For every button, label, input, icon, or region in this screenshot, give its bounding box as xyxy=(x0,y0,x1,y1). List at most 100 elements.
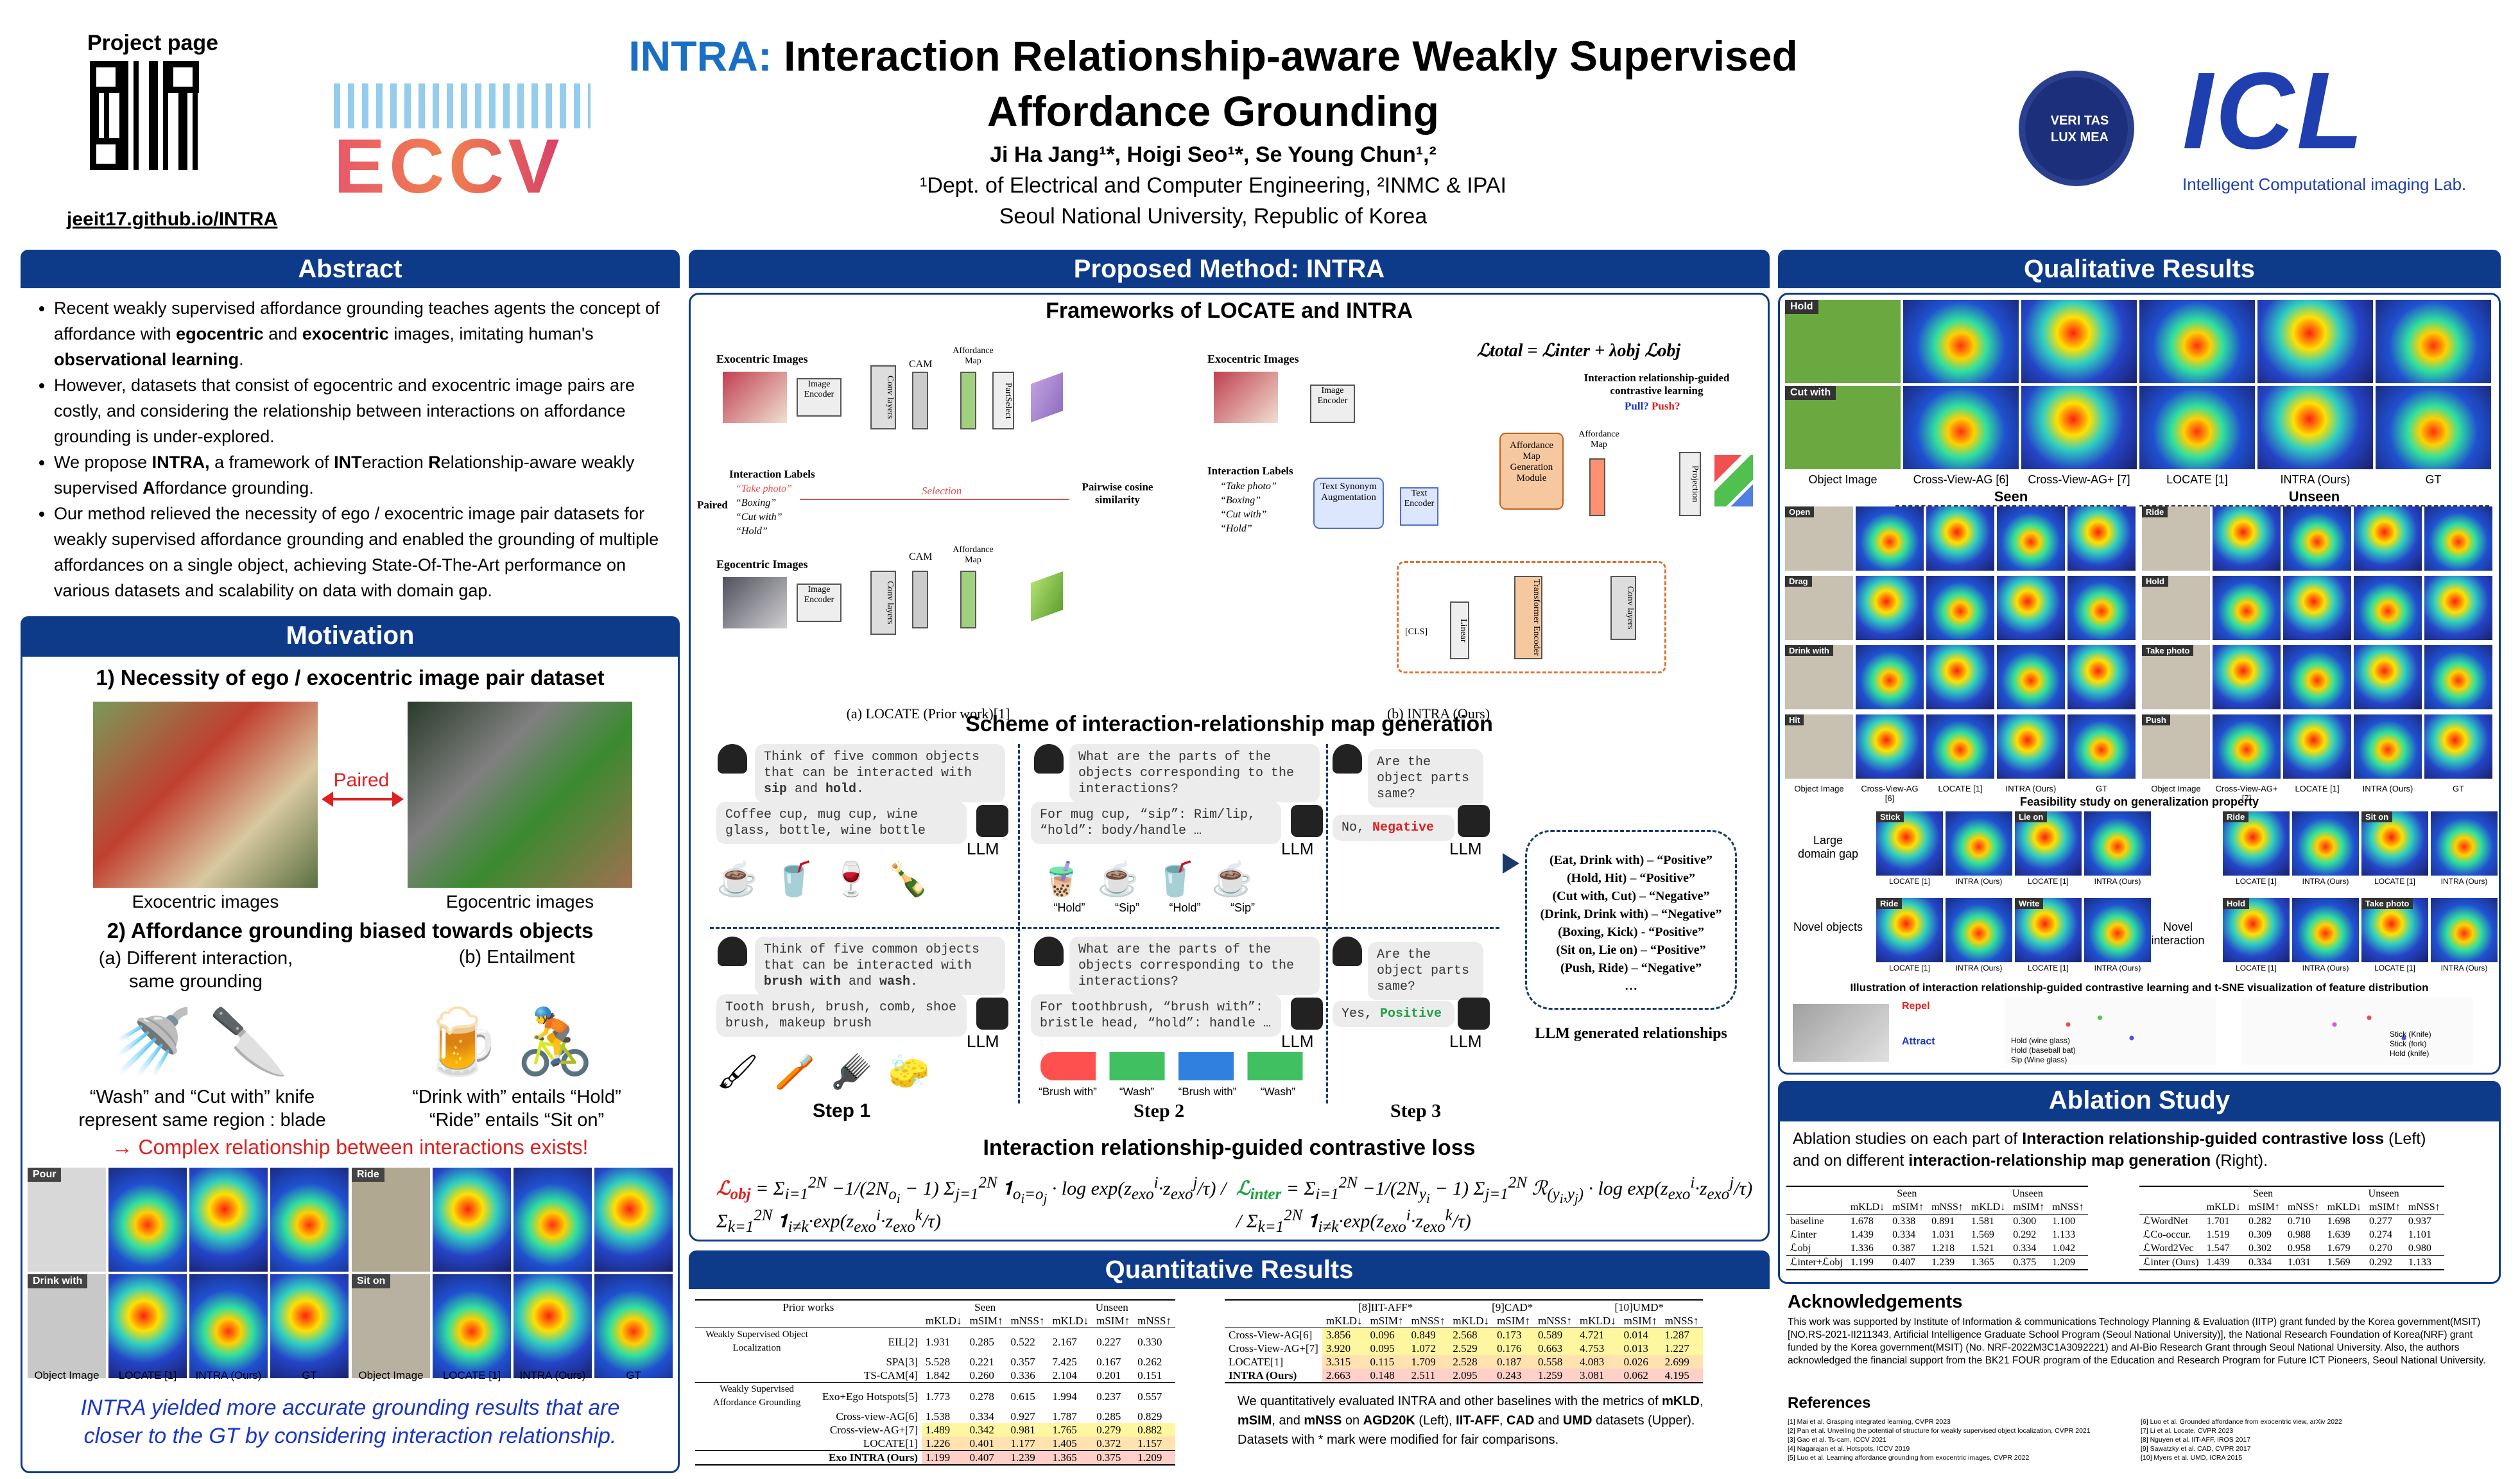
agd20k-cell: 0.372 xyxy=(1092,1437,1134,1451)
iit-metric: mSIM↑ xyxy=(1370,1315,1404,1327)
locate-pairwise-label: Pairwise cosine similarity xyxy=(1082,481,1153,506)
qual-grid-heatmap xyxy=(2213,576,2281,640)
abl-cell: 1.569 xyxy=(2327,1257,2351,1268)
qual-top-heatmap xyxy=(2139,386,2255,469)
iit-cell: 2.529 xyxy=(1449,1342,1494,1355)
qual-top-heatmap xyxy=(2021,300,2137,383)
abl-metric: mKLD↓ xyxy=(1850,1202,1885,1213)
agd20k-group xyxy=(695,1423,818,1437)
motivation-grid: Pour Ride Drink with Sit on Object Image… xyxy=(28,1168,673,1386)
agd20k-cell: 2.104 xyxy=(1052,1369,1077,1381)
linear-block: Linear xyxy=(1450,601,1469,659)
agd20k-cell: 2.167 xyxy=(1052,1335,1077,1348)
agd20k-cell: 1.209 xyxy=(1134,1450,1176,1465)
abl-cell: 1.701 xyxy=(2206,1216,2230,1227)
refs-left: [1] Mai et al. Grasping integrated learn… xyxy=(1788,1417,2134,1462)
locate-label-1: “Take photo” xyxy=(736,483,792,494)
abl-cell: 0.292 xyxy=(2013,1229,2037,1240)
locate-partselect: PartSelect xyxy=(992,372,1014,429)
agd20k-table: Prior works Seen Unseen mKLD↓ mSIM↑ mNSS… xyxy=(695,1299,1176,1466)
siton-gt-map xyxy=(594,1274,673,1378)
rel-6: (Sit on, Lie on) – “Positive” xyxy=(1556,943,1706,957)
rel-8: … xyxy=(1625,979,1637,993)
agd20k-group xyxy=(695,1437,818,1451)
transformer-encoder: Transformer Encoder xyxy=(1514,576,1542,659)
feas-grid: LOCATE [1]INTRA (Ours)LOCATE [1]INTRA (O… xyxy=(1876,811,2498,985)
tsne-legend-b3: Hold (knife) xyxy=(2390,1049,2429,1058)
relationships-box: (Eat, Drink with) – “Positive” (Hold, Hi… xyxy=(1525,830,1737,1010)
qr-code[interactable] xyxy=(85,56,204,175)
tag-ride: Ride xyxy=(352,1168,384,1182)
reference-item: [6] Luo et al. Grounded affordance from … xyxy=(2141,1418,2342,1426)
locate-conv-ego: Conv layers xyxy=(870,571,896,635)
agd20k-cell: 0.330 xyxy=(1137,1335,1162,1348)
qual-grid-heatmap xyxy=(2354,576,2422,640)
feas-heatmap xyxy=(1946,811,2012,876)
reference-item: [10] Myers et al. UMD, ICRA 2015 xyxy=(2141,1454,2243,1462)
q4-bubble: Think of five common objects that can be… xyxy=(755,937,1005,995)
abl-metric: mKLD↓ xyxy=(2327,1202,2361,1213)
abl-left-metrics: mKLD↓mSIM↑mNSS↑mKLD↓mSIM↑mNSS↑ xyxy=(1786,1200,2088,1215)
iit-cell: 0.062 xyxy=(1619,1369,1661,1383)
tsne-legend-b1: Stick (Knife) xyxy=(2390,1030,2431,1039)
abl-method: ℒinter+ℒobj xyxy=(1790,1257,1843,1268)
user-icon-4 xyxy=(718,937,747,966)
agd20k-method: EIL[2] xyxy=(888,1335,918,1348)
iit-cell: 3.920 xyxy=(1322,1342,1367,1355)
project-url-link[interactable]: jeeit17.github.io/INTRA xyxy=(67,209,278,230)
abl-metric: mNSS↑ xyxy=(1931,1202,1963,1213)
agd20k-cell: 7.425 xyxy=(1052,1356,1077,1368)
qual-seen-tag: Open xyxy=(1785,506,1815,517)
agd20k-metric: mNSS↑ xyxy=(1137,1315,1172,1327)
iit-cell: 1.259 xyxy=(1534,1369,1576,1383)
iit-cell: 1.227 xyxy=(1661,1342,1703,1355)
qual-seen-tag: Drag xyxy=(1785,576,1812,587)
feas-caption: INTRA (Ours) xyxy=(2302,964,2349,973)
iit-metric: mNSS↑ xyxy=(1664,1315,1699,1327)
a3-negative: Negative xyxy=(1372,820,1435,835)
rel-5: (Boxing, Kick) - “Positive” xyxy=(1558,925,1704,939)
abstract-bullet-2: However, datasets that consist of egocen… xyxy=(54,372,680,449)
repel-label: Repel xyxy=(1902,1001,1930,1012)
abl-method: ℒinter (Ours) xyxy=(2143,1257,2199,1268)
quant-body: Prior works Seen Unseen mKLD↓ mSIM↑ mNSS… xyxy=(689,1289,1770,1475)
abl-cell: 0.980 xyxy=(2408,1243,2431,1254)
agd20k-cell: 0.201 xyxy=(1096,1369,1121,1381)
diff-interaction-line2: same grounding xyxy=(129,971,263,992)
iit-cell: 0.026 xyxy=(1619,1355,1661,1369)
push-label: Push? xyxy=(1652,400,1680,412)
feas-heatmap xyxy=(2292,811,2359,876)
agd20k-cell: 0.221 xyxy=(969,1356,994,1368)
llm-generated-label: LLM generated relationships xyxy=(1535,1025,1727,1042)
eccv-logo-text: ECCV xyxy=(334,123,564,209)
affiliation-line1: ¹Dept. of Electrical and Computer Engine… xyxy=(920,173,1506,198)
ablation-panel: Ablation studies on each part of Interac… xyxy=(1778,1120,2501,1284)
motivation-panel: 1) Necessity of ego / exocentric image p… xyxy=(21,655,680,1473)
qual-grid-col-label: Cross-View-AG+ [7] xyxy=(2215,784,2278,803)
tag-sit-on: Sit on xyxy=(352,1274,391,1288)
iit-cell: 2.699 xyxy=(1661,1355,1703,1369)
a6-bubble: Yes, Positive xyxy=(1333,1001,1454,1027)
ego-caption: Egocentric images xyxy=(445,892,594,912)
abl-cell: 0.334 xyxy=(2013,1243,2037,1254)
intra-text-encoder: Text Encoder xyxy=(1400,487,1438,526)
iit-cell: 0.148 xyxy=(1366,1369,1408,1383)
locate-labels-list: “Take photo” “Boxing” “Cut with” “Hold” xyxy=(736,482,792,539)
feas-caption: INTRA (Ours) xyxy=(2440,964,2488,973)
brush-icons: 🖌🪥🪮🧽 xyxy=(716,1053,945,1091)
qual-grid-heatmap xyxy=(1997,714,2065,779)
ride-object-image xyxy=(352,1168,430,1272)
agd20k-cell: 0.829 xyxy=(1137,1410,1162,1423)
qual-top-heatmap xyxy=(2257,300,2373,383)
agd20k-cell: 0.407 xyxy=(965,1450,1007,1465)
agd20k-group xyxy=(695,1369,818,1383)
qual-unseen-tag: Push xyxy=(2142,714,2170,725)
abstract-heading: Abstract xyxy=(21,250,680,288)
